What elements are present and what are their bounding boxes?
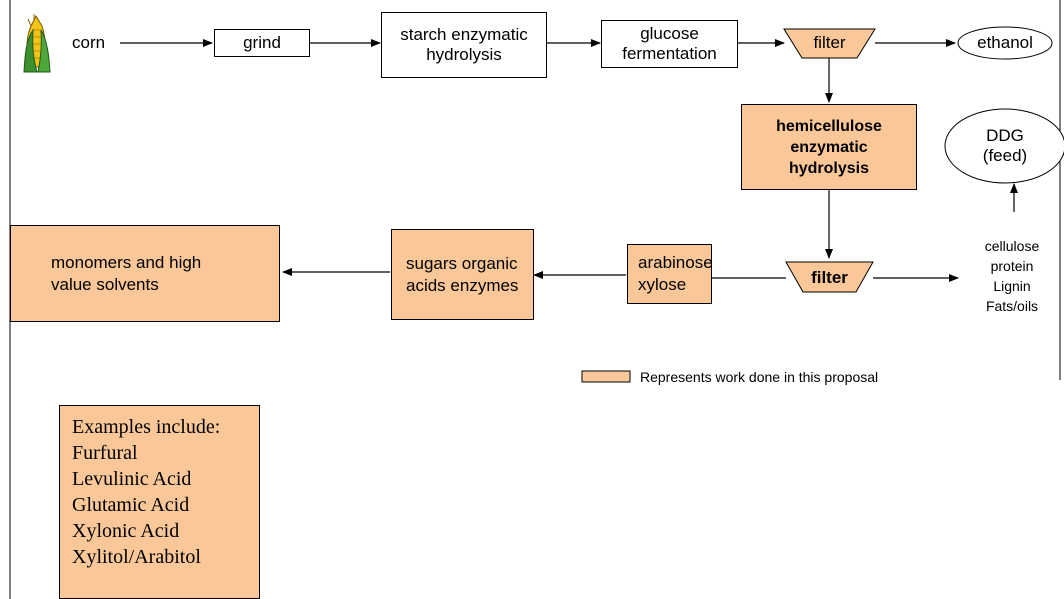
examples-title: Examples include: xyxy=(72,416,221,438)
filter-bottom-label: filter xyxy=(811,268,848,287)
arabinose-xylose-box: arabinose xylose xyxy=(627,244,713,304)
residue-label: cellulose protein Lignin Fats/oils xyxy=(984,238,1040,314)
ethanol-label: ethanol xyxy=(977,33,1033,52)
examples-item: Xylonic Acid xyxy=(72,520,180,542)
examples-item: Glutamic Acid xyxy=(72,494,190,516)
legend-swatch xyxy=(581,370,631,383)
ddg-ellipse xyxy=(944,108,1064,184)
ddg-label: DDG (feed) xyxy=(982,126,1028,165)
corn-label: corn xyxy=(72,33,106,52)
legend-label: Represents work done in this proposal xyxy=(640,369,879,385)
examples-item: Furfural xyxy=(72,442,138,464)
examples-item: Levulinic Acid xyxy=(72,468,192,490)
sugars-acids-enzymes-box: sugars organic acids enzymes xyxy=(391,229,534,320)
glucose-fermentation-box: glucose fermentation xyxy=(601,20,738,68)
filter-bottom-shape xyxy=(785,261,874,293)
filter-top-shape xyxy=(783,28,876,59)
ethanol-ellipse xyxy=(957,26,1053,60)
filter-top-label: filter xyxy=(813,33,846,52)
starch-hydrolysis-box: starch enzymatic hydrolysis xyxy=(381,12,547,78)
corn-icon xyxy=(23,14,51,73)
hemicellulose-hydrolysis-box: hemicellulose enzymatic hydrolysis xyxy=(741,104,917,190)
examples-item: Xylitol/Arabitol xyxy=(72,546,201,568)
examples-box: Examples include: Furfural Levulinic Aci… xyxy=(59,405,260,599)
grind-box: grind xyxy=(214,29,310,57)
monomers-solvents-box: monomers and high value solvents xyxy=(10,225,280,322)
